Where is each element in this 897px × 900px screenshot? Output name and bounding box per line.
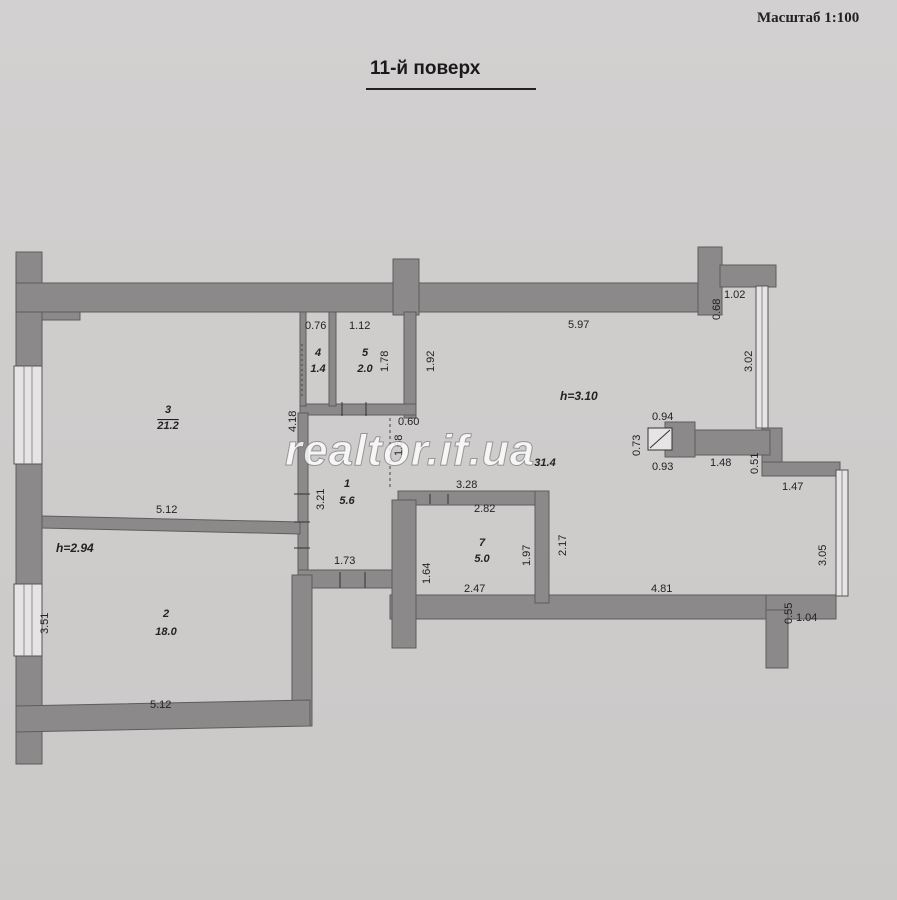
walls xyxy=(15,246,841,765)
dim-label: 1.04 xyxy=(796,612,817,624)
wall-top-stub xyxy=(41,311,81,321)
dim-label: 5.97 xyxy=(568,319,589,331)
ceiling-height-main: h=3.10 xyxy=(560,389,598,403)
dim-label: 3.51 xyxy=(39,613,51,634)
dim-label: 0.68 xyxy=(711,299,723,320)
scale-label: Масштаб 1:100 xyxy=(757,10,860,26)
dim-label: 0.76 xyxy=(305,320,326,332)
wall-room7-left xyxy=(391,499,417,649)
room-number: 4 xyxy=(314,347,321,359)
room-area: 31.4 xyxy=(534,457,555,469)
room-number: 3 xyxy=(165,404,171,416)
wall-bottom-right-column xyxy=(765,609,789,669)
wall-right-nook-bottom xyxy=(761,461,841,477)
wall-room7-top xyxy=(397,490,549,506)
dim-label: 0.60 xyxy=(398,416,419,428)
shaft-diagonal xyxy=(649,429,671,449)
dim-label: 3.28 xyxy=(456,479,477,491)
dim-label: 0.51 xyxy=(749,453,761,474)
room-labels: 3 21.2 4 1.4 5 2.0 1 5.6 31.4 7 5.0 2 18… xyxy=(155,347,555,638)
dim-label: 0.55 xyxy=(783,603,795,624)
floor-title: 11-й поверх xyxy=(370,58,481,79)
dim-label: 5.12 xyxy=(150,699,171,711)
window-mullions xyxy=(23,286,843,656)
dim-label: 2.17 xyxy=(557,535,569,556)
dim-label: 2.82 xyxy=(474,503,495,515)
dim-label: 5.12 xyxy=(156,504,177,516)
dim-label: 0.93 xyxy=(652,461,673,473)
watermark: realtor.if.ua xyxy=(284,426,536,476)
wall-left-exterior xyxy=(15,251,43,765)
dim-label: 1.64 xyxy=(421,563,433,584)
room-area: 18.0 xyxy=(155,626,177,638)
dim-label: 1.02 xyxy=(724,289,745,301)
wall-vertical-hall xyxy=(403,311,417,419)
dim-label: 1.78 xyxy=(379,351,391,372)
window-left-lower xyxy=(13,583,43,657)
wall-room7-right xyxy=(534,490,550,604)
dim-label: 1.97 xyxy=(521,545,533,566)
dim-label: 1.92 xyxy=(425,351,437,372)
room-area: 5.6 xyxy=(339,495,355,507)
dim-label: 4.81 xyxy=(651,583,672,595)
wall-bath-bottom xyxy=(299,403,417,416)
room-area: 5.0 xyxy=(474,553,490,565)
room-area: 21.2 xyxy=(156,420,178,432)
wall-top xyxy=(15,282,713,313)
dim-label: 3.21 xyxy=(315,489,327,510)
dim-label: 2.47 xyxy=(464,583,485,595)
dim-label: 1.47 xyxy=(782,481,803,493)
dim-label: 1.73 xyxy=(334,555,355,567)
room-number: 1 xyxy=(344,478,350,490)
dim-label: 0.73 xyxy=(631,435,643,456)
wall-bath4-left xyxy=(299,311,307,407)
wall-bottom-left xyxy=(15,699,311,733)
room-area: 2.0 xyxy=(356,363,373,375)
title-underline xyxy=(366,88,536,90)
wall-bath-divider xyxy=(328,311,337,407)
dimension-labels: 5.97 1.02 0.68 3.02 0.76 1.12 1.78 1.92 … xyxy=(39,289,829,711)
dim-label: 4.18 xyxy=(287,411,299,432)
door-marks xyxy=(294,402,449,588)
dim-label: 1.12 xyxy=(349,320,370,332)
dim-label: 1.68 xyxy=(393,435,405,456)
dim-label: 1.48 xyxy=(710,457,731,469)
dim-label: 3.05 xyxy=(817,545,829,566)
ceiling-height-left: h=2.94 xyxy=(56,541,94,555)
wall-top-right-cap xyxy=(719,264,777,288)
wall-column-top xyxy=(392,258,420,316)
window-left-upper xyxy=(13,365,43,465)
wall-partition-2-3 xyxy=(41,515,301,535)
room-number: 7 xyxy=(479,537,486,549)
room-number: 2 xyxy=(162,608,169,620)
room-number: 5 xyxy=(362,347,369,359)
wall-bottom-main xyxy=(389,594,783,620)
dim-label: 3.02 xyxy=(743,351,755,372)
dim-label: 0.94 xyxy=(652,411,673,423)
room-area: 1.4 xyxy=(310,363,325,375)
